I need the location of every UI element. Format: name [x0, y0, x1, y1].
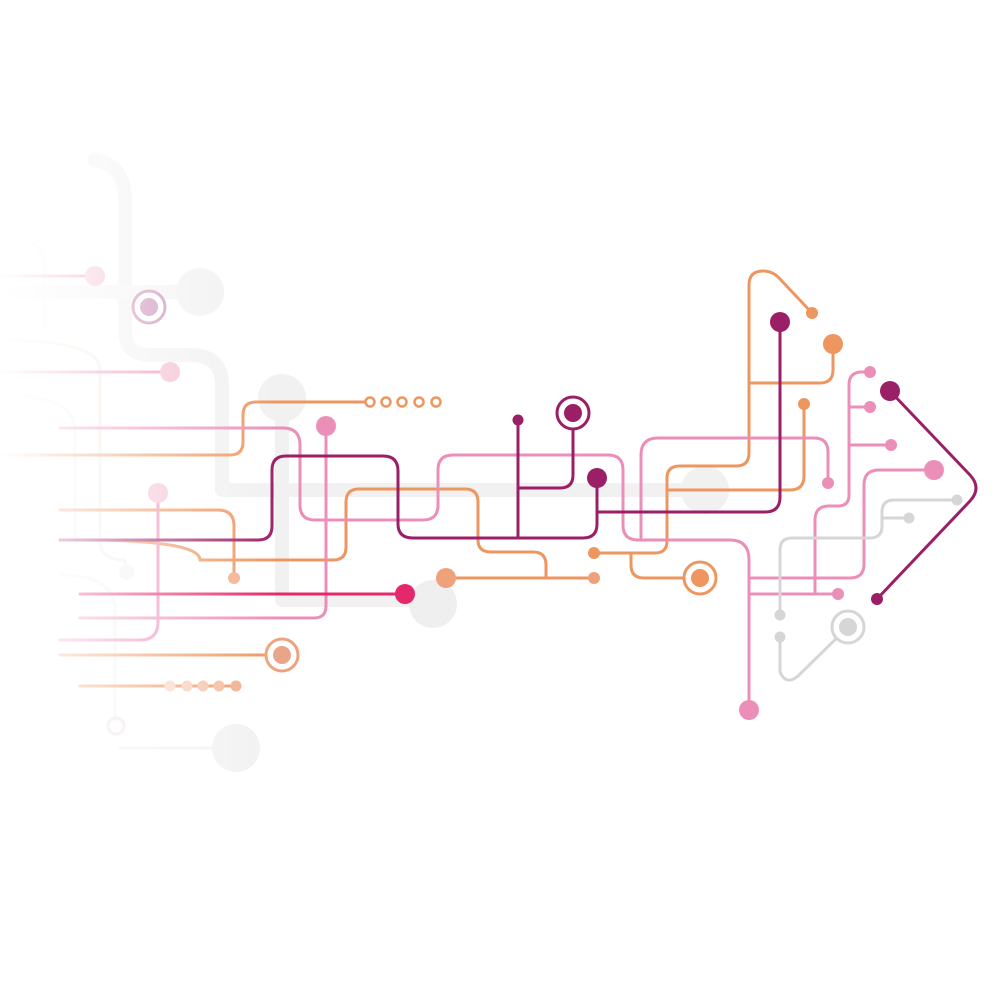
illustration-canvas	[0, 0, 1000, 1000]
circuit-arrow-graphic	[0, 0, 1000, 1000]
left-fade-overlay	[0, 0, 1000, 1000]
